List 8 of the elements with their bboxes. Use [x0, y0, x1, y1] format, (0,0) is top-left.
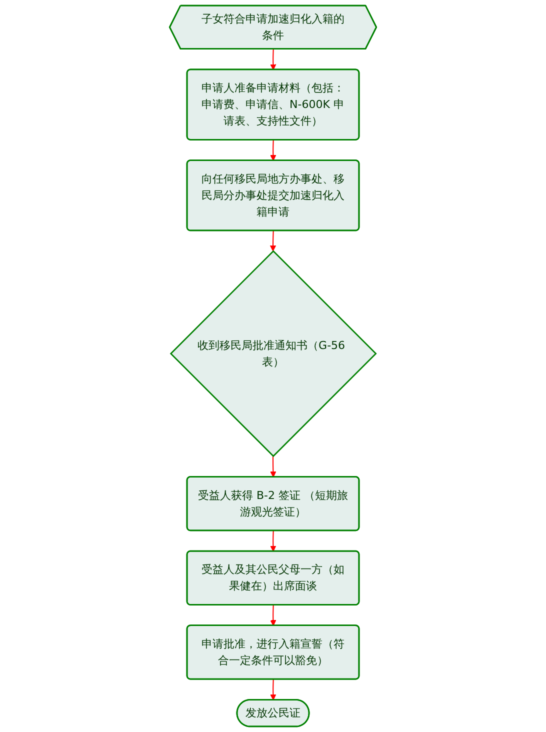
node-diamond: 收到移民局批准通知书（G-56 表） [170, 250, 377, 458]
arrow [270, 456, 276, 478]
arrow [270, 49, 276, 70]
arrow [270, 530, 276, 552]
arrow [270, 230, 276, 252]
arrow [270, 679, 276, 700]
arrow [270, 605, 276, 626]
arrow [270, 140, 276, 161]
